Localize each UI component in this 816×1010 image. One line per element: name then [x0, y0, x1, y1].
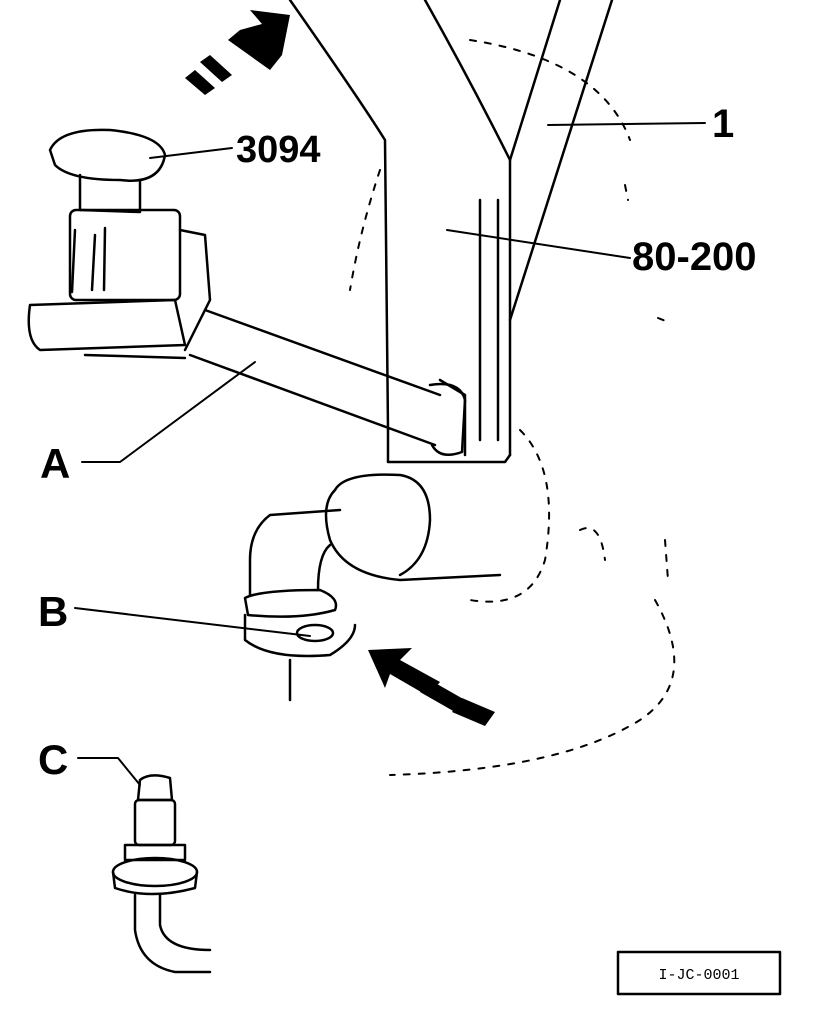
tool-3094-clamp: [27, 128, 212, 360]
reference-code: I-JC-0001: [658, 967, 739, 984]
leader-a: [81, 361, 256, 463]
label-a: A: [40, 440, 70, 487]
leader-1: [547, 122, 706, 126]
label-80-200: 80-200: [632, 235, 757, 279]
handle-bar-a: [188, 308, 467, 457]
leader-80-200: [446, 229, 631, 259]
housing-dashed-outline: [349, 39, 676, 776]
label-part-1: 1: [712, 102, 734, 146]
pipe-fitting-c: [111, 774, 212, 974]
label-3094: 3094: [236, 129, 321, 171]
label-c: C: [38, 736, 68, 783]
label-b: B: [38, 588, 68, 635]
pipe-elbow-b: [243, 473, 502, 702]
tool-80-200-tube: [478, 198, 500, 442]
leader-b: [74, 607, 311, 637]
reference-code-box: I-JC-0001: [616, 950, 782, 996]
arrow-lower: [368, 648, 495, 726]
leader-c: [77, 757, 141, 786]
arrow-upper: [185, 10, 290, 95]
leader-lines: [74, 122, 706, 786]
leader-3094: [149, 147, 233, 159]
